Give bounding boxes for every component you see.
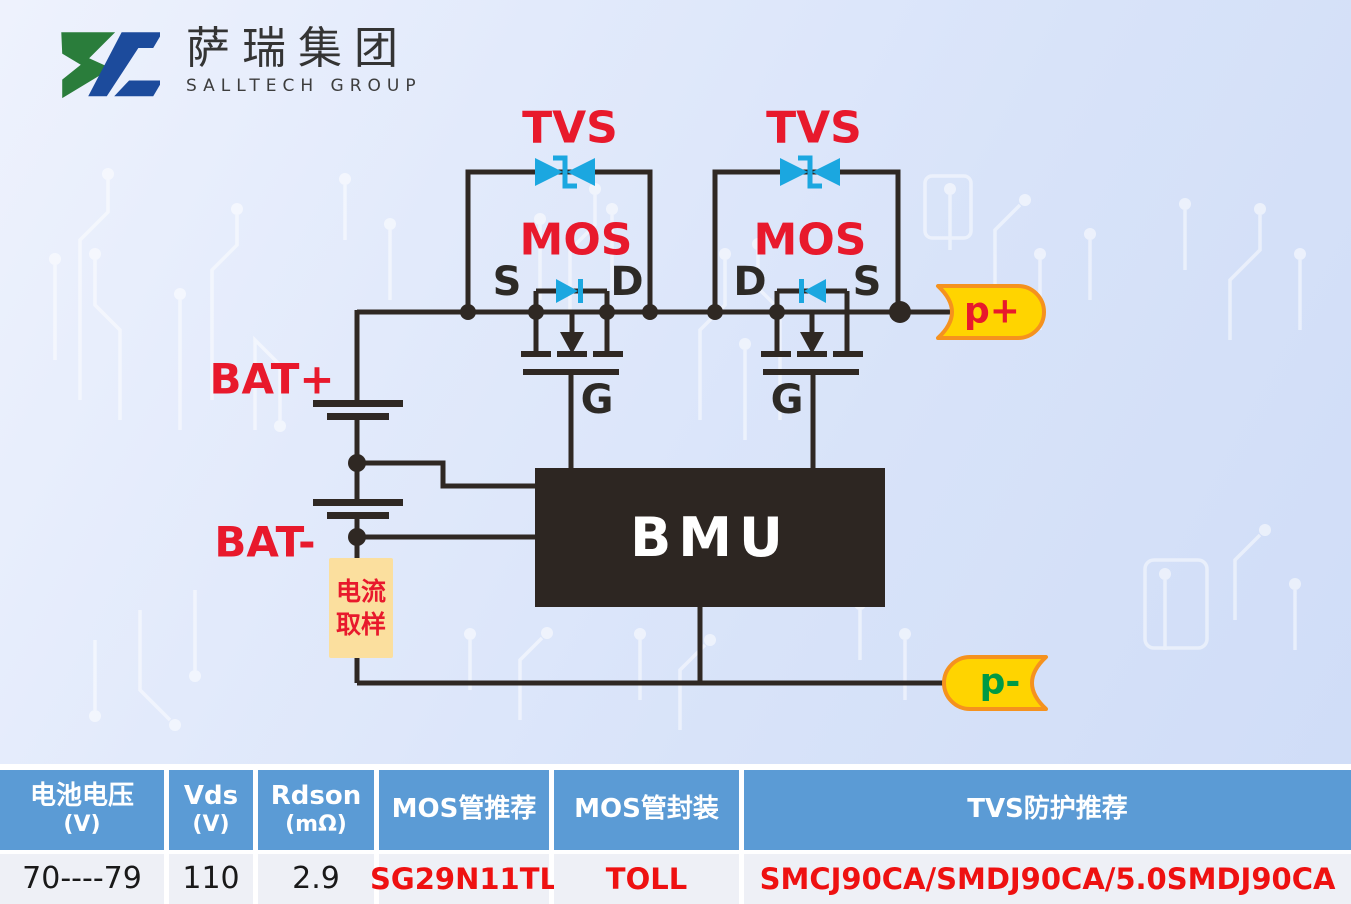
mos2-gate-label: G — [770, 377, 804, 423]
cell-vds: 110 — [169, 854, 253, 904]
logo: 萨瑞集团 SALLTECH GROUP — [48, 22, 422, 100]
logo-subtitle: SALLTECH GROUP — [186, 76, 422, 97]
tvs-diode-icon-right — [780, 155, 840, 189]
bat-plus-label: BAT+ — [209, 354, 335, 404]
mos1-drain-label: D — [610, 259, 644, 305]
body-diode-icon-right — [799, 279, 826, 303]
mosfet-symbol-right — [761, 332, 863, 375]
header-tvs-recommend: TVS防护推荐 — [744, 770, 1351, 850]
current-sense-line1: 电流 — [335, 577, 386, 606]
circuit-diagram — [313, 155, 1048, 711]
current-sense-line2: 取样 — [335, 610, 386, 639]
spec-table-data-row: 70----79 110 2.9 SG29N11TL TOLL SMCJ90CA… — [0, 854, 1351, 904]
header-mos-recommend: MOS管推荐 — [379, 770, 549, 850]
mos-label-right: MOS — [753, 214, 867, 266]
header-battery-voltage: 电池电压 (V) — [0, 770, 164, 850]
battery-icon-1 — [313, 400, 403, 420]
header-mos-package: MOS管封装 — [554, 770, 739, 850]
cell-battery-voltage: 70----79 — [0, 854, 164, 904]
cell-rdson: 2.9 — [258, 854, 374, 904]
cell-tvs-parts: SMCJ90CA/SMDJ90CA/5.0SMDJ90CA — [744, 854, 1351, 904]
p-minus-flag — [942, 655, 1048, 711]
mos-label-left: MOS — [519, 214, 633, 266]
logo-mark — [61, 32, 160, 99]
mosfet-symbol-left — [521, 332, 623, 375]
bat-minus-label: BAT- — [214, 517, 316, 567]
current-sense-block: 电流 取样 — [329, 558, 393, 658]
header-rdson: Rdson (mΩ) — [258, 770, 374, 850]
spec-table-header-row: 电池电压 (V) Vds (V) Rdson (mΩ) MOS管推荐 MOS管封… — [0, 770, 1351, 850]
logo-title: 萨瑞集团 — [186, 23, 410, 73]
spec-table: 电池电压 (V) Vds (V) Rdson (mΩ) MOS管推荐 MOS管封… — [0, 764, 1351, 904]
tvs-label-left: TVS — [522, 102, 618, 154]
junction-dots — [348, 301, 911, 546]
p-minus-label: p- — [979, 661, 1021, 703]
header-vds: Vds (V) — [169, 770, 253, 850]
battery-icon-2 — [313, 499, 403, 519]
cell-mos-package: TOLL — [554, 854, 739, 904]
bmu-label: BMU — [630, 506, 790, 569]
mos2-drain-label: D — [733, 259, 767, 305]
tvs-diode-icon-left — [535, 155, 595, 189]
mos1-source-label: S — [492, 259, 522, 305]
mos2-source-label: S — [852, 259, 882, 305]
tvs-label-right: TVS — [766, 102, 862, 154]
p-plus-label: p+ — [964, 290, 1020, 332]
p-plus-flag — [936, 284, 1046, 340]
mos1-gate-label: G — [580, 377, 614, 423]
body-diode-icon-left — [556, 279, 583, 303]
cell-mos-part: SG29N11TL — [370, 854, 558, 904]
bmu-block: BMU — [535, 468, 885, 607]
